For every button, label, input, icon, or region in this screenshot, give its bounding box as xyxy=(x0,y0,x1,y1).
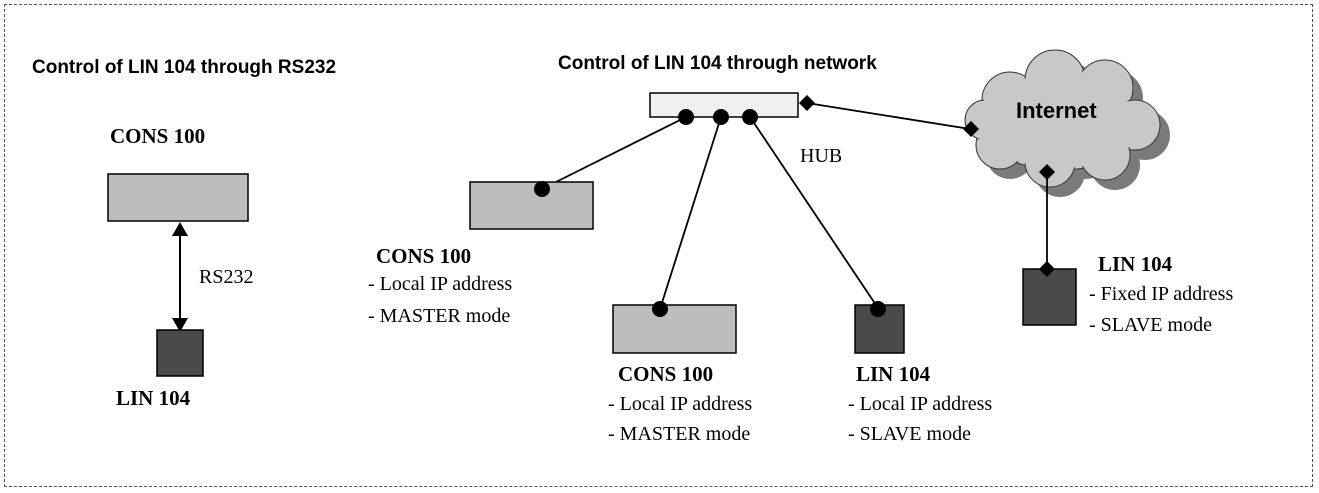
rs232-console-title: CONS 100 xyxy=(110,124,205,148)
local-unit-line2: - SLAVE mode xyxy=(848,423,971,445)
remote-unit-title: LIN 104 xyxy=(1098,252,1173,276)
console-b-line1: - Local IP address xyxy=(608,393,752,415)
hub-console-b-line xyxy=(659,116,722,310)
console-a-title: CONS 100 xyxy=(376,244,471,268)
network-heading: Control of LIN 104 through network xyxy=(558,53,877,74)
hub-port-2 xyxy=(713,109,729,125)
remote-unit-line2: - SLAVE mode xyxy=(1089,314,1212,336)
internet-label: Internet xyxy=(1016,98,1097,123)
console-b-port xyxy=(652,301,668,317)
cloud-port-bottom xyxy=(1039,164,1055,180)
rs232-unit-title: LIN 104 xyxy=(116,386,191,410)
rs232-arrow-up xyxy=(172,222,188,236)
rs232-unit-box xyxy=(156,329,204,377)
diagram-frame xyxy=(4,4,1313,487)
local-unit-port xyxy=(870,301,886,317)
rs232-link-label: RS232 xyxy=(199,266,253,288)
hub-internet-line xyxy=(806,102,971,130)
hub-console-a-line xyxy=(541,116,687,190)
console-a-line1: - Local IP address xyxy=(368,273,512,295)
internet-cloud xyxy=(964,49,1170,197)
remote-unit-box xyxy=(1022,268,1077,326)
remote-unit-line1: - Fixed IP address xyxy=(1089,283,1233,305)
console-a-port xyxy=(534,181,550,197)
console-b-line2: - MASTER mode xyxy=(608,423,750,445)
console-a-box xyxy=(469,181,594,230)
hub-uplink-port xyxy=(799,95,815,111)
hub-label: HUB xyxy=(800,145,842,167)
local-unit-title: LIN 104 xyxy=(856,362,931,386)
rs232-heading: Control of LIN 104 through RS232 xyxy=(32,57,336,78)
hub-port-1 xyxy=(678,109,694,125)
rs232-arrow-down xyxy=(172,318,188,332)
rs232-console-box xyxy=(107,173,249,222)
console-a-line2: - MASTER mode xyxy=(368,305,510,327)
local-unit-line1: - Local IP address xyxy=(848,393,992,415)
cloud-port-left xyxy=(963,121,979,137)
remote-unit-port xyxy=(1039,261,1055,277)
hub-local-unit-line xyxy=(749,116,879,309)
console-b-title: CONS 100 xyxy=(618,362,713,386)
console-b-box xyxy=(612,304,737,354)
hub-port-3 xyxy=(742,109,758,125)
